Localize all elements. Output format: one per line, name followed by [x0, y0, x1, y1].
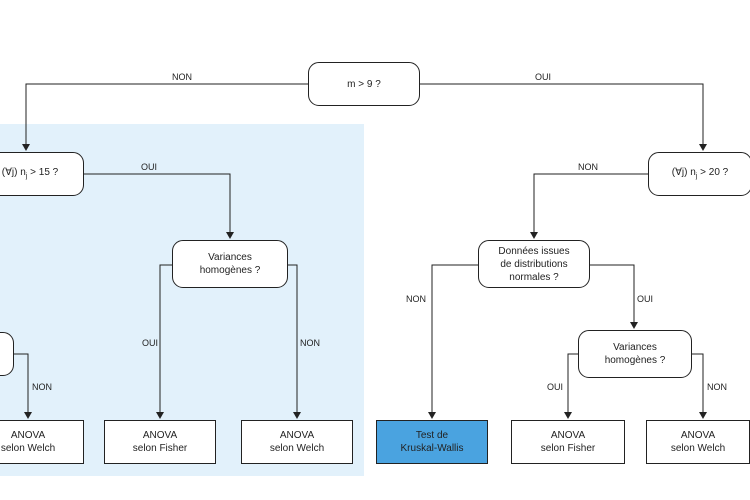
label-root-right: OUI — [535, 72, 552, 82]
normality-label: Données issues de distributions normales… — [498, 245, 570, 283]
edge-root-right — [420, 83, 707, 151]
label-left-partial-non: NON — [32, 382, 52, 392]
normality-decision: Données issues de distributions normales… — [478, 240, 590, 288]
leaf-welch-middle: ANOVA selon Welch — [241, 420, 353, 464]
leaf-kruskal-wallis: Test de Kruskal-Wallis — [376, 420, 488, 464]
edge-normal-variances — [590, 264, 638, 329]
edge-left-partial-welch — [14, 353, 32, 419]
leaf-fisher-right-label: ANOVA selon Fisher — [540, 430, 596, 454]
edge-right-var-welch — [692, 353, 707, 419]
label-right-non: NON — [578, 162, 598, 172]
edge-left-var-fisher — [156, 264, 172, 419]
leaf-fisher-right: ANOVA selon Fisher — [511, 420, 625, 464]
leaf-welch-left-label: ANOVA selon Welch — [0, 430, 56, 454]
right-size-decision-label: (∀j) nj > 20 ? — [671, 166, 729, 180]
edge-root-left — [22, 83, 308, 151]
label-normal-oui: OUI — [637, 294, 654, 304]
left-partial-decision — [0, 332, 14, 376]
edge-normal-kruskal — [428, 264, 478, 419]
right-variances-decision: Variances homogènes ? — [578, 330, 692, 378]
right-variances-label: Variances homogènes ? — [604, 342, 666, 366]
leaf-welch-right-label: ANOVA selon Welch — [670, 430, 726, 454]
leaf-welch-right: ANOVA selon Welch — [646, 420, 750, 464]
label-left-oui: OUI — [141, 162, 158, 172]
edge-left-variances — [84, 173, 234, 239]
leaf-fisher-left: ANOVA selon Fisher — [104, 420, 216, 464]
left-size-decision-label: (∀j) nj > 15 ? — [1, 166, 59, 180]
root-decision: m > 9 ? — [308, 62, 420, 106]
leaf-welch-middle-label: ANOVA selon Welch — [269, 430, 325, 454]
label-right-var-oui: OUI — [547, 382, 564, 392]
label-right-var-non: NON — [707, 382, 727, 392]
left-variances-decision: Variances homogènes ? — [172, 240, 288, 288]
left-variances-label: Variances homogènes ? — [199, 252, 261, 276]
label-normal-non: NON — [406, 294, 426, 304]
root-decision-label: m > 9 ? — [347, 78, 381, 90]
edge-right-var-fisher — [564, 353, 578, 419]
leaf-fisher-left-label: ANOVA selon Fisher — [132, 430, 188, 454]
right-size-decision: (∀j) nj > 20 ? — [648, 152, 750, 196]
edge-left-var-welch — [288, 264, 301, 419]
label-root-left: NON — [172, 72, 192, 82]
label-left-var-oui: OUI — [142, 338, 159, 348]
leaf-welch-left: ANOVA selon Welch — [0, 420, 84, 464]
left-size-decision: (∀j) nj > 15 ? — [0, 152, 84, 196]
edge-right-normal — [530, 173, 648, 239]
label-left-var-non: NON — [300, 338, 320, 348]
leaf-kruskal-label: Test de Kruskal-Wallis — [400, 430, 464, 454]
